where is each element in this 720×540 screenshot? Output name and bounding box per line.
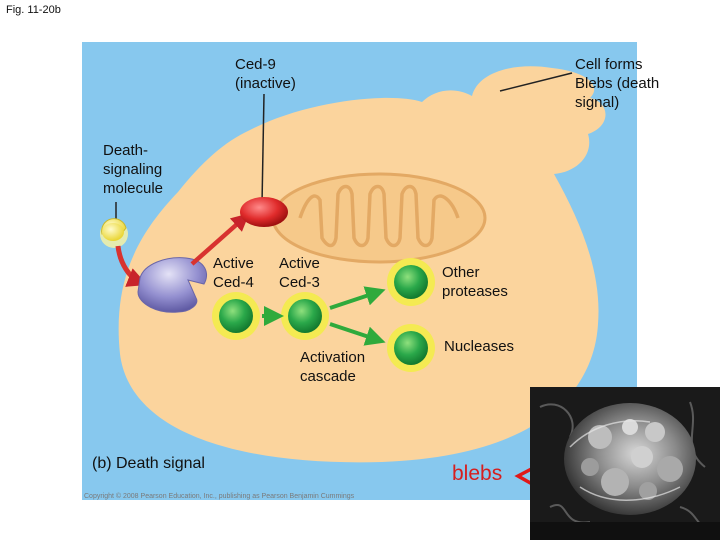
nucleases-protein [387,324,435,372]
figure-number: Fig. 11-20b [6,4,61,16]
active-ced4-label: Active Ced-4 [213,255,254,291]
cascade-arrow-2 [329,286,386,310]
active-ced3-protein [281,292,329,340]
death-signaling-molecule-label: Death- signaling molecule [103,142,164,197]
cell [118,66,606,463]
active-ced3-label: Active Ced-3 [279,255,320,291]
death-signal-diagram [82,42,637,500]
ced9-protein [240,197,288,227]
copyright-credit: Copyright © 2008 Pearson Education, Inc.… [84,493,355,500]
panel-caption: (b) Death signal [92,455,205,472]
binding-arrow [115,245,148,287]
cascade-arrow-3 [329,322,386,346]
blebs-leader-line [499,72,573,92]
inhibition-arrow [190,213,250,266]
other-proteases-label: Other proteases [442,264,508,300]
nucleases-label: Nucleases [444,338,515,355]
active-ced4-protein [212,292,260,340]
blebs-label: blebs [452,462,503,485]
other-proteases-protein [387,258,435,306]
ced9-label: Ced-9 (inactive) [235,56,296,92]
blebbing-cell-micrograph [530,387,720,540]
activation-cascade-label: Activation cascade [300,349,366,385]
mitochondrion [271,172,487,264]
cell-forms-blebs-label: Cell forms Blebs (death signal) [575,56,660,111]
death-signaling-molecule-shape [100,218,128,248]
receptor-shape [137,257,208,313]
ced9-leader-line [261,93,265,205]
